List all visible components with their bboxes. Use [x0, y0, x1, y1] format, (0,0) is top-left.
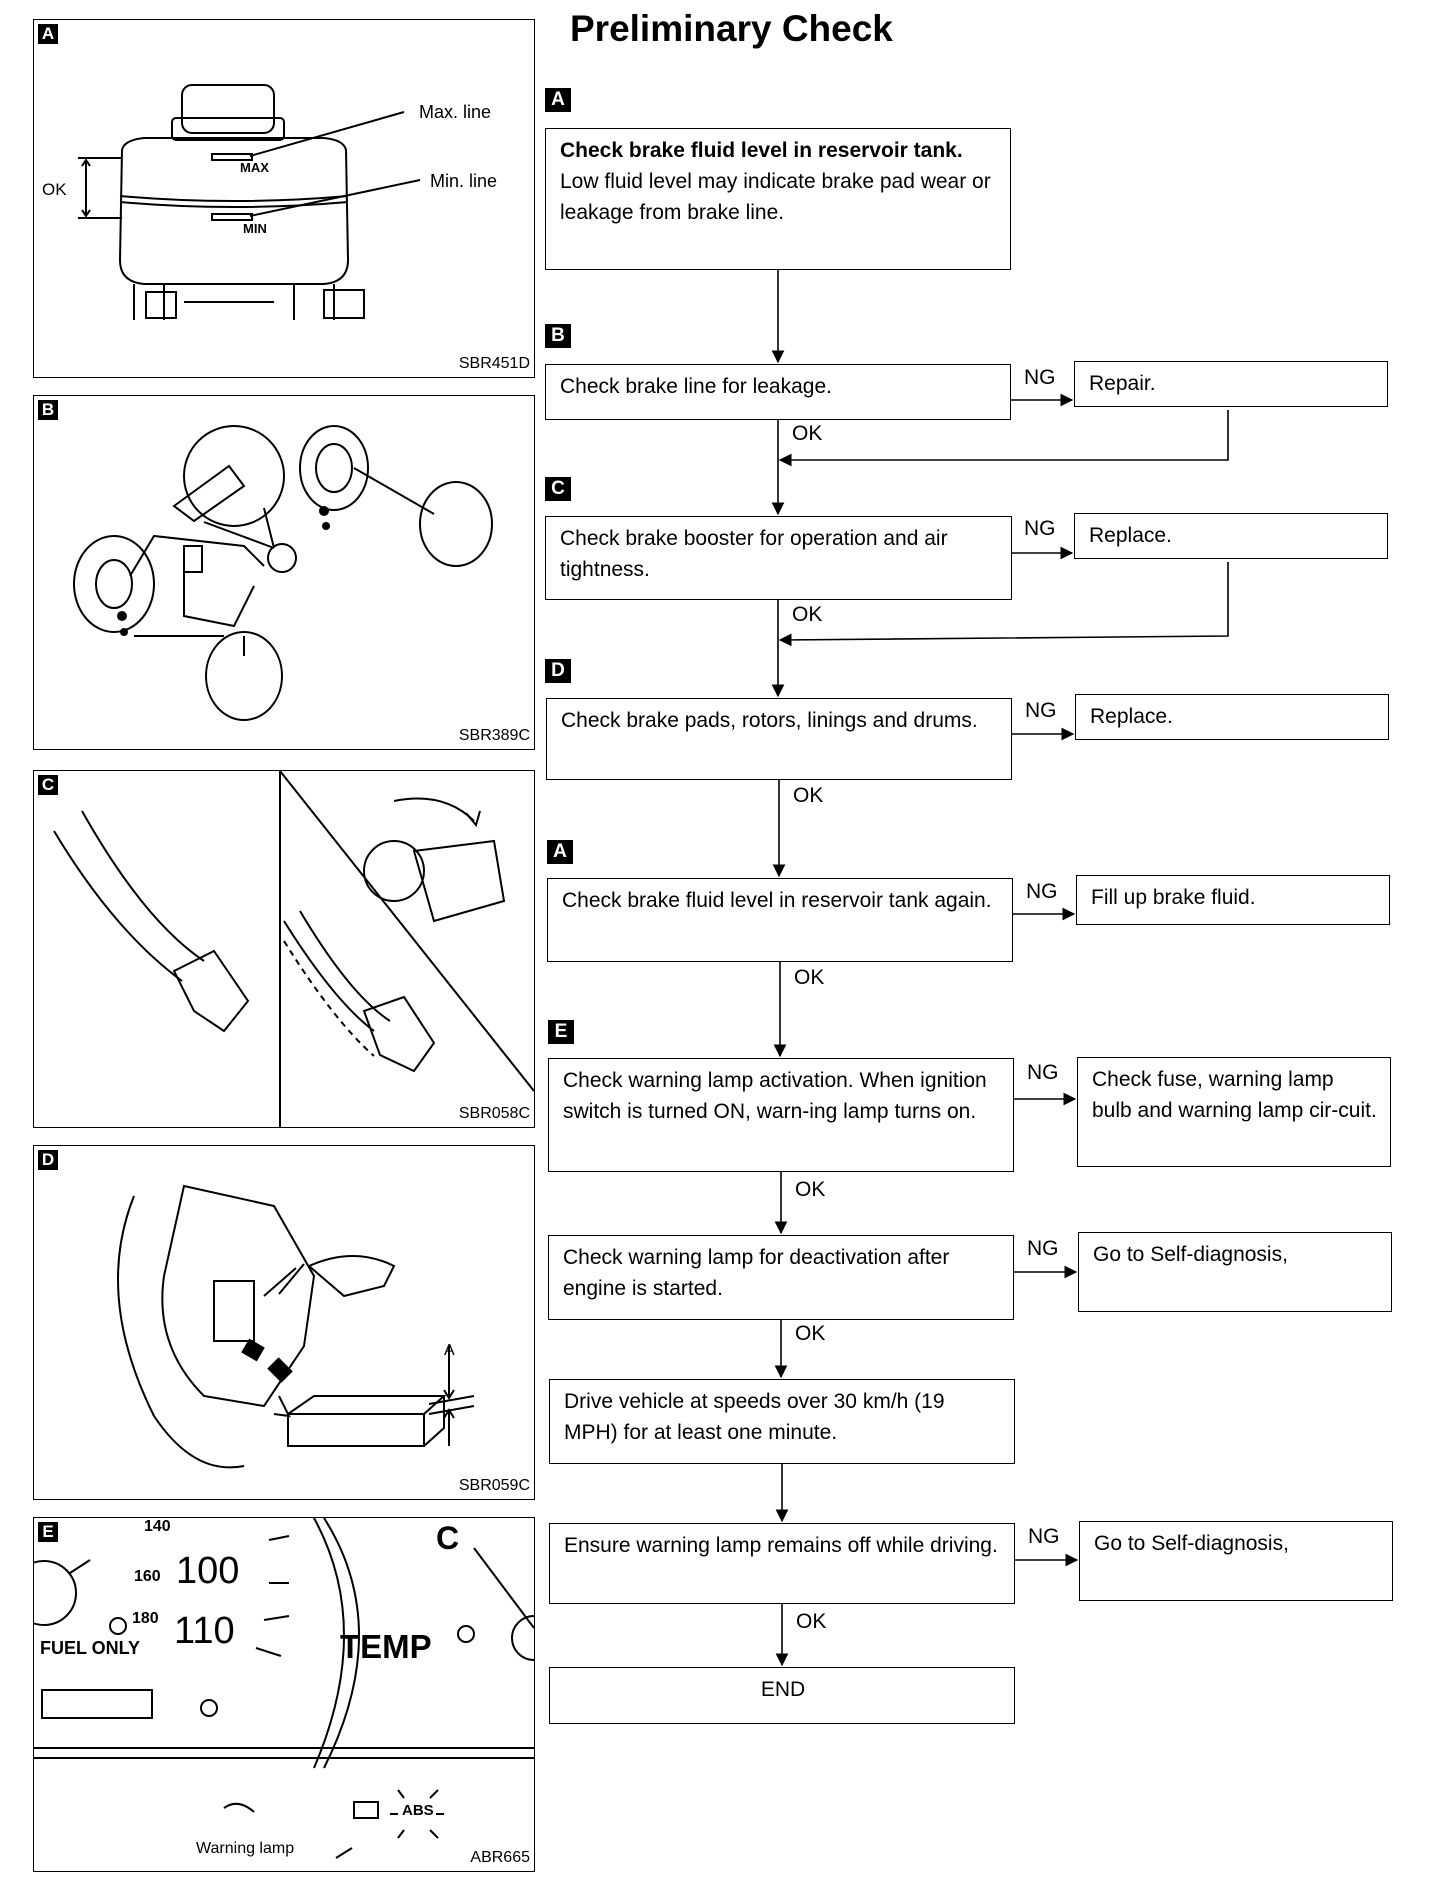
panel-label: B: [38, 400, 58, 420]
abs-lamp-label: ABS: [402, 1802, 434, 1819]
step-text: Check warning lamp activation. When igni…: [563, 1069, 987, 1123]
speed-180-label: 180: [132, 1610, 159, 1627]
ng-action-text: Go to Self-diagnosis,: [1094, 1532, 1289, 1555]
step-label-e: E: [548, 1020, 574, 1044]
ok-label: OK: [796, 1610, 827, 1633]
ng-action-replace-pads: Replace.: [1075, 694, 1389, 740]
reservoir-tank-illustration: [78, 84, 421, 320]
step-label-b: B: [545, 324, 571, 348]
ok-range-label: OK: [42, 180, 67, 199]
step-text: Ensure warning lamp remains off while dr…: [564, 1534, 998, 1557]
step-label-a: A: [545, 88, 571, 112]
temp-c-label: C: [436, 1520, 460, 1556]
panel-label: D: [38, 1150, 58, 1170]
speed-100-label: 100: [176, 1550, 240, 1592]
brake-pedal-illustration: [53, 771, 534, 1127]
figure-panel-a: A Max. line Min. line OK MAX MIN SBR451D: [33, 19, 535, 378]
ok-label: OK: [792, 422, 823, 445]
figure-panel-b: B SBR389C: [33, 395, 535, 750]
brake-line-illustration: [73, 425, 493, 721]
ng-action-fill-fluid: Fill up brake fluid.: [1076, 875, 1390, 925]
ng-action-repair: Repair.: [1074, 361, 1388, 407]
max-line-label: Max. line: [419, 102, 492, 122]
figure-ref: SBR058C: [458, 1105, 530, 1122]
figure-panel-e: E 140 160 100 180 110 FUEL ONLY TEMP C A…: [33, 1517, 535, 1872]
ng-label: NG: [1024, 517, 1056, 540]
ng-action-check-fuse: Check fuse, warning lamp bulb and warnin…: [1077, 1057, 1391, 1167]
ok-label: OK: [792, 603, 823, 626]
panel-label: C: [38, 775, 58, 795]
temp-label: TEMP: [340, 1628, 432, 1665]
panel-label: A: [38, 24, 58, 44]
ok-label: OK: [795, 1178, 826, 1201]
step-text: Check brake line for leakage.: [560, 375, 832, 398]
max-mark: MAX: [240, 160, 269, 175]
step-check-lamp-activation: Check warning lamp activation. When igni…: [548, 1058, 1014, 1172]
step-ensure-lamp-off: Ensure warning lamp remains off while dr…: [549, 1523, 1015, 1604]
speed-110-label: 110: [174, 1610, 235, 1652]
figure-ref: ABR665: [470, 1849, 530, 1866]
step-check-brake-line: Check brake line for leakage.: [545, 364, 1011, 420]
step-text: Check warning lamp for deactivation afte…: [563, 1246, 950, 1300]
speed-160-label: 160: [134, 1568, 161, 1585]
page-title: Preliminary Check: [570, 8, 893, 49]
fuel-only-label: FUEL ONLY: [40, 1638, 141, 1658]
step-text: END: [760, 1678, 806, 1701]
step-text: Low fluid level may indicate brake pad w…: [560, 170, 991, 224]
ng-action-text: Repair.: [1089, 372, 1156, 395]
step-check-pads: Check brake pads, rotors, linings and dr…: [546, 698, 1012, 780]
figure-ref: SBR389C: [458, 727, 530, 744]
ng-label: NG: [1025, 699, 1057, 722]
ng-label: NG: [1027, 1061, 1059, 1084]
step-label-c: C: [545, 477, 571, 501]
ok-label: OK: [793, 784, 824, 807]
ng-label: NG: [1028, 1525, 1060, 1548]
ng-label: NG: [1027, 1237, 1059, 1260]
ng-label: NG: [1024, 366, 1056, 389]
step-check-lamp-deactivation: Check warning lamp for deactivation afte…: [548, 1235, 1014, 1320]
ng-action-text: Replace.: [1089, 524, 1172, 547]
step-label-d: D: [545, 659, 571, 683]
min-mark: MIN: [243, 221, 267, 236]
ng-action-text: Go to Self-diagnosis,: [1093, 1243, 1288, 1266]
step-check-fluid-again: Check brake fluid level in reservoir tan…: [547, 878, 1013, 962]
figure-ref: SBR451D: [458, 355, 530, 372]
ng-label: NG: [1026, 880, 1058, 903]
dimension-a-label: A: [444, 1342, 455, 1359]
panel-label: E: [38, 1522, 58, 1542]
ng-action-text: Fill up brake fluid.: [1091, 886, 1256, 909]
step-drive-vehicle: Drive vehicle at speeds over 30 km/h (19…: [549, 1379, 1015, 1464]
ok-label: OK: [795, 1322, 826, 1345]
warning-lamp-label: Warning lamp: [196, 1840, 295, 1857]
step-label-a-again: A: [547, 840, 573, 864]
instrument-cluster-illustration: [34, 1518, 534, 1859]
figure-panel-d: D A SBR059C: [33, 1145, 535, 1500]
step-text: Check brake pads, rotors, linings and dr…: [561, 709, 978, 732]
step-check-booster: Check brake booster for operation and ai…: [545, 516, 1012, 600]
figure-ref: SBR059C: [458, 1477, 530, 1494]
speed-140-label: 140: [144, 1518, 171, 1535]
ok-label: OK: [794, 966, 825, 989]
ng-action-self-diagnosis-2: Go to Self-diagnosis,: [1079, 1521, 1393, 1601]
step-text: Drive vehicle at speeds over 30 km/h (19…: [564, 1390, 945, 1444]
step-text: Check brake fluid level in reservoir tan…: [562, 889, 992, 912]
brake-pad-illustration: [117, 1184, 475, 1469]
step-text: Check brake booster for operation and ai…: [560, 527, 948, 581]
ng-action-text: Replace.: [1090, 705, 1173, 728]
ng-action-text: Check fuse, warning lamp bulb and warnin…: [1092, 1068, 1377, 1122]
step-heading: Check brake fluid level in reservoir tan…: [560, 139, 963, 162]
figure-panel-c: C SBR058C: [33, 770, 535, 1128]
ng-action-self-diagnosis-1: Go to Self-diagnosis,: [1078, 1232, 1392, 1312]
step-check-fluid-level: Check brake fluid level in reservoir tan…: [545, 128, 1011, 270]
min-line-label: Min. line: [430, 171, 498, 191]
ng-action-replace-booster: Replace.: [1074, 513, 1388, 559]
step-end: END: [549, 1667, 1015, 1724]
